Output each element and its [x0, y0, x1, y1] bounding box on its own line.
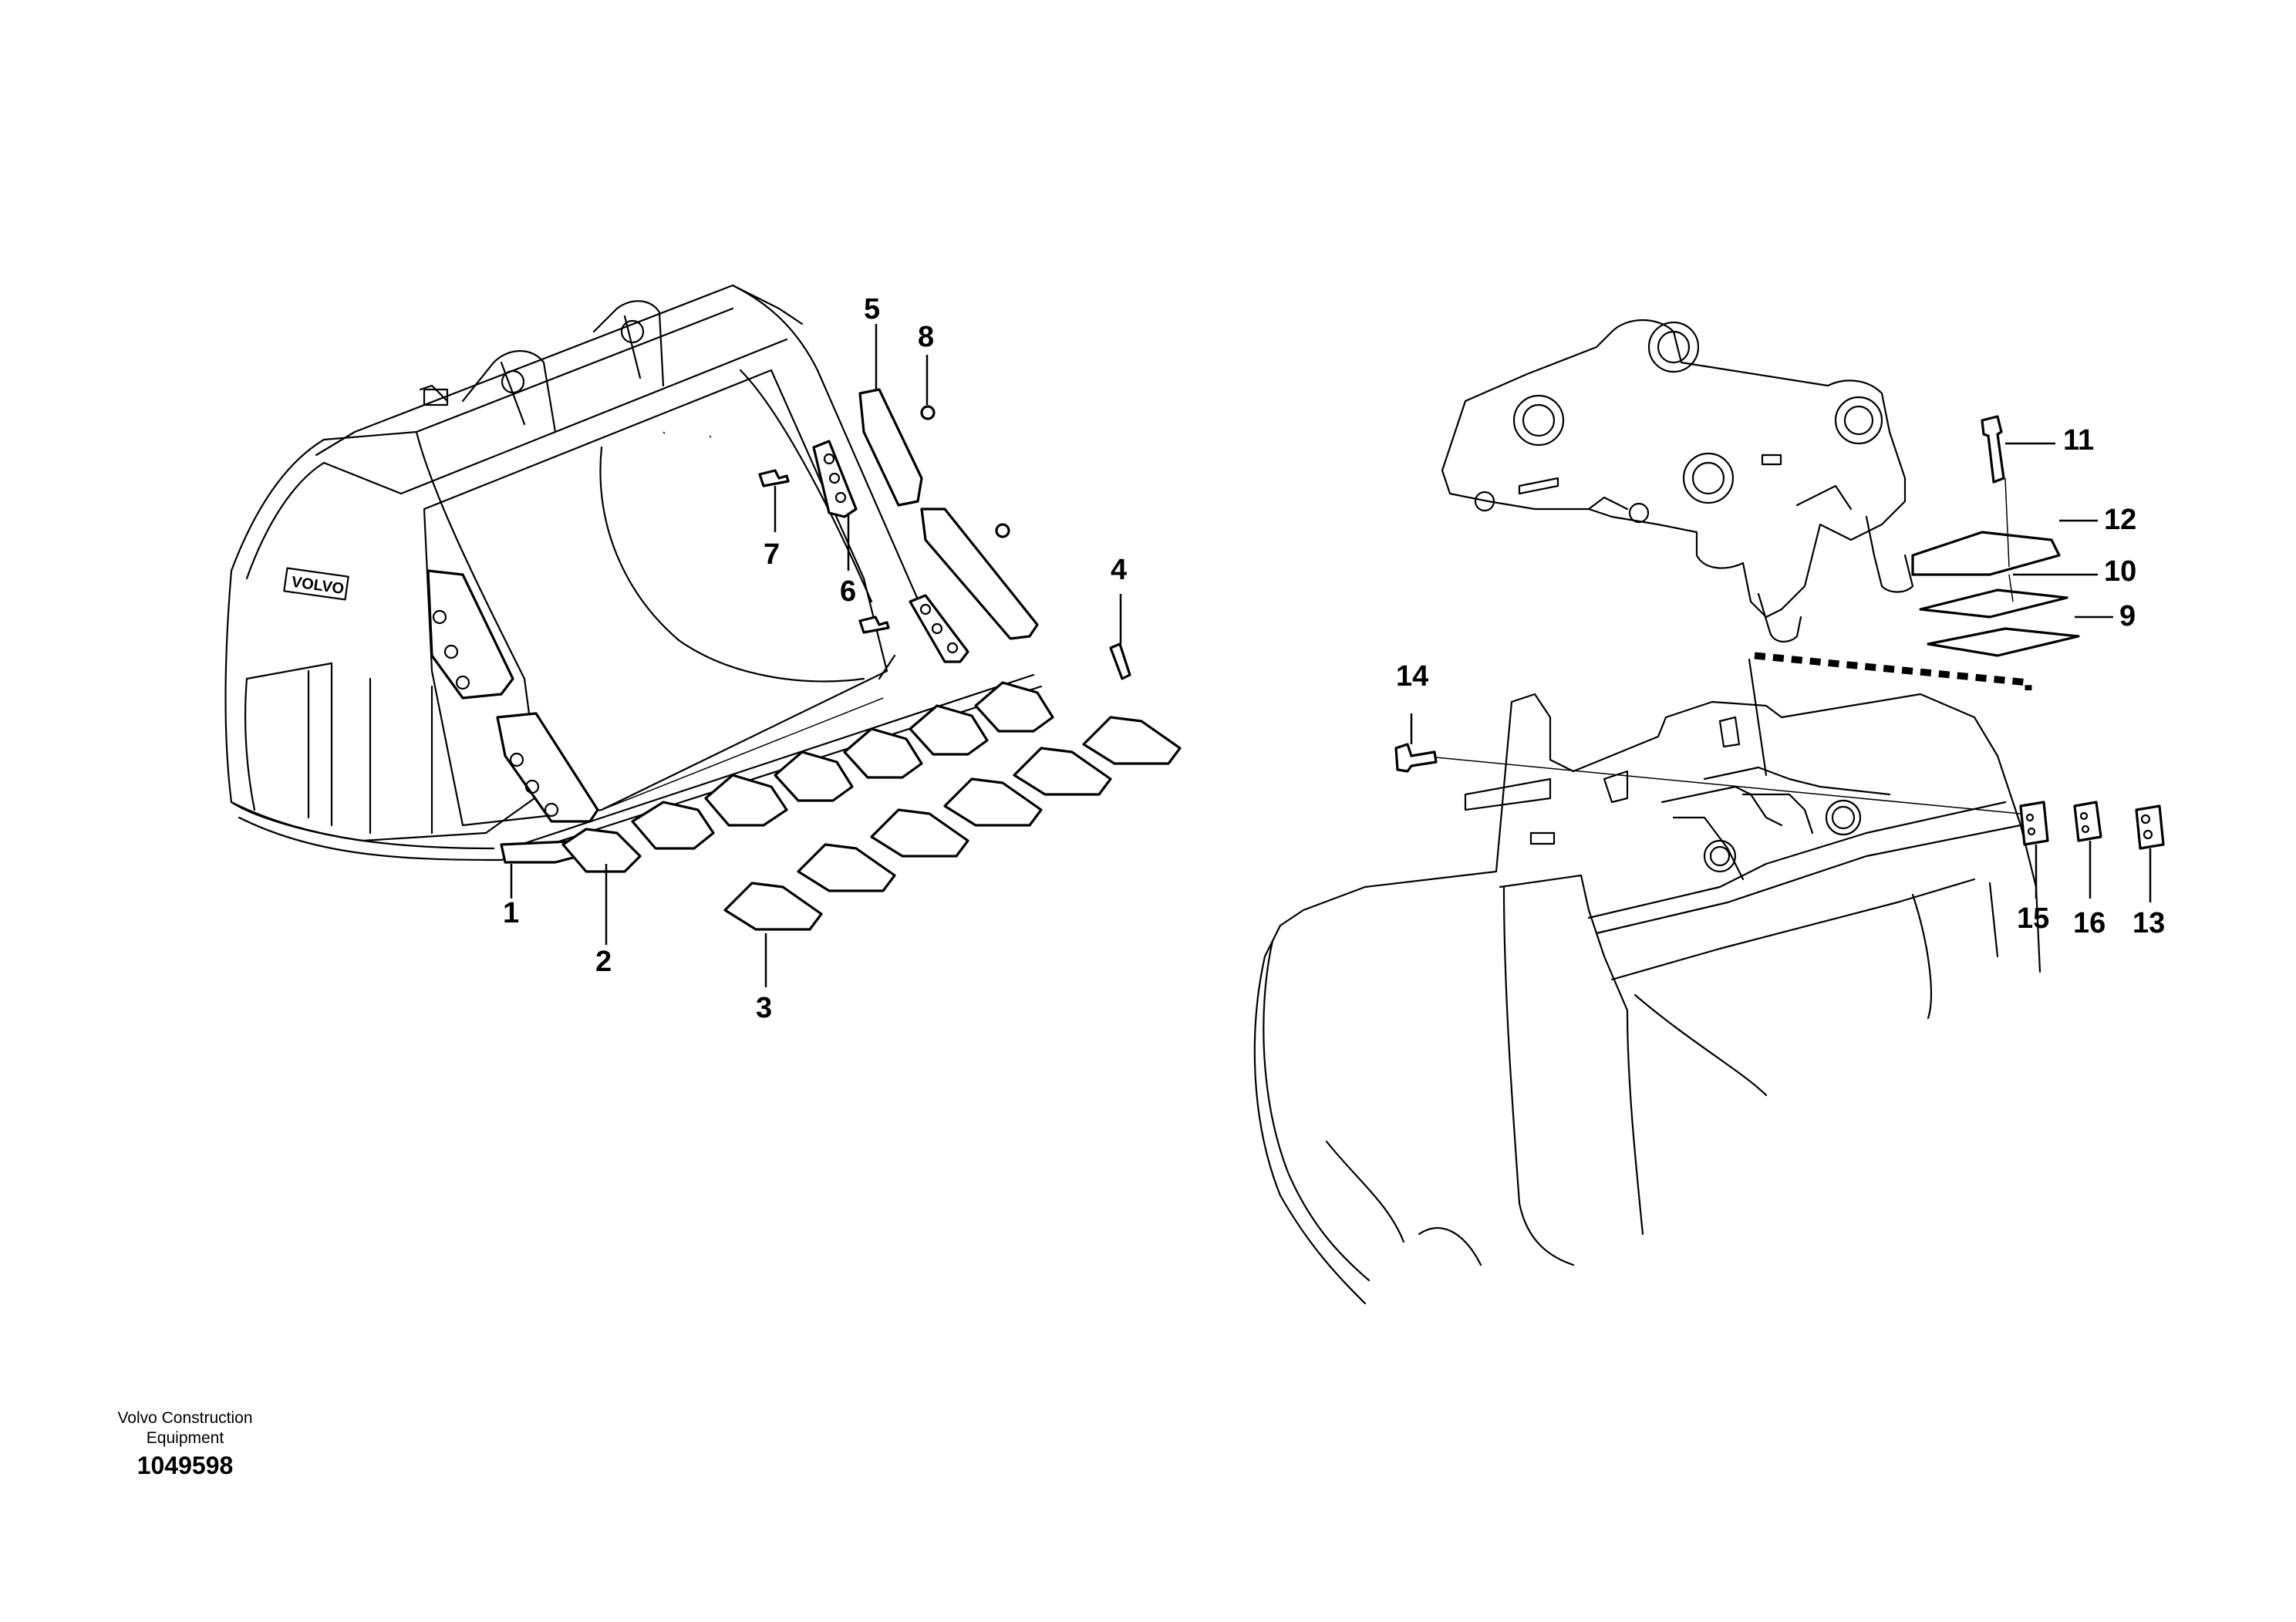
- callout-4: 4: [1111, 554, 1128, 586]
- callout-2: 2: [595, 946, 612, 978]
- manufacturer-line-2: Equipment: [146, 1429, 224, 1447]
- callout-6: 6: [840, 575, 857, 608]
- callout-3: 3: [756, 992, 773, 1024]
- tooth-row-front: [723, 716, 1182, 931]
- bucket-left-assembly: VOLVO: [224, 284, 1182, 987]
- bucket-logo: VOLVO: [291, 574, 346, 598]
- quick-coupler-assembly: [1253, 319, 2165, 1305]
- manufacturer-line-1: Volvo Construction: [117, 1409, 253, 1427]
- callout-14: 14: [1396, 660, 1429, 693]
- callout-10: 10: [2104, 555, 2137, 588]
- tooth-adapter-row-back: [561, 681, 1054, 873]
- callout-13: 13: [2132, 907, 2166, 939]
- callout-5: 5: [864, 293, 881, 325]
- callout-9: 9: [2119, 600, 2136, 632]
- callout-1: 1: [503, 897, 520, 929]
- callout-11: 11: [2063, 424, 2095, 457]
- callout-8: 8: [918, 321, 935, 353]
- callout-7: 7: [764, 538, 781, 571]
- drawing-number: 1049598: [137, 1452, 234, 1479]
- callout-15: 15: [2017, 902, 2050, 935]
- callout-16: 16: [2073, 907, 2106, 939]
- callout-12: 12: [2104, 504, 2137, 536]
- manufacturer-label: Volvo Construction Equipment: [81, 1408, 289, 1448]
